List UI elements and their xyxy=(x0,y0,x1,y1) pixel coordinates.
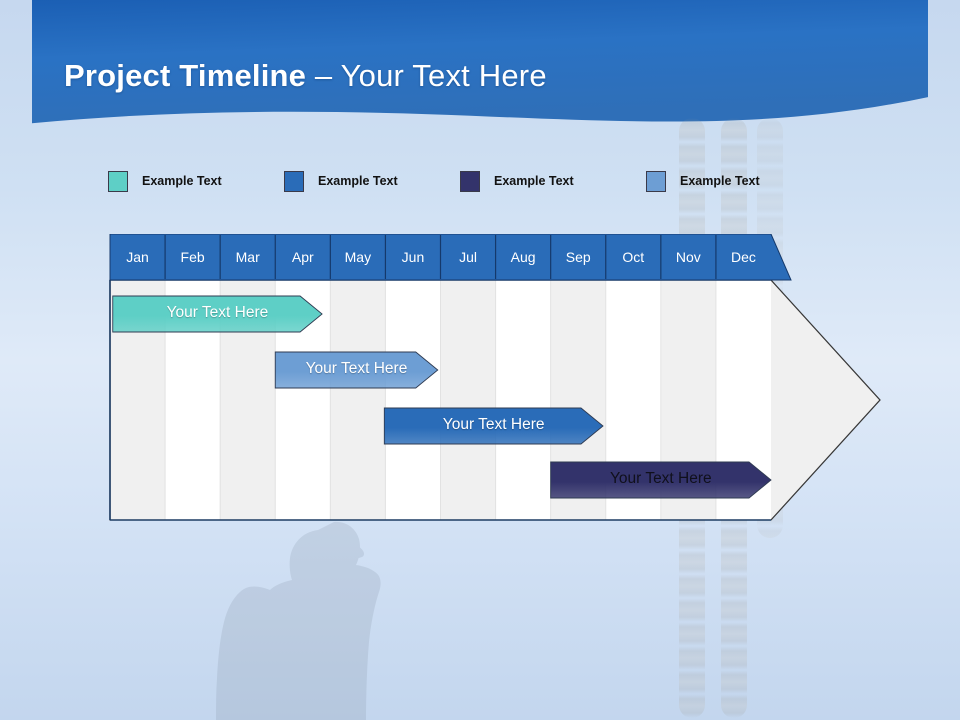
month-header-may[interactable]: May xyxy=(344,249,372,265)
month-header-oct[interactable]: Oct xyxy=(622,249,645,265)
legend-item-4[interactable]: Example Text xyxy=(646,168,760,194)
month-header-apr[interactable]: Apr xyxy=(291,249,314,265)
gantt-bar-label-1[interactable]: Your Text Here xyxy=(166,304,269,321)
worker-silhouette xyxy=(216,521,381,720)
legend: Example Text Example Text Example Text E… xyxy=(108,168,828,194)
legend-label-1: Example Text xyxy=(142,174,222,188)
month-header-nov[interactable]: Nov xyxy=(675,249,701,265)
legend-swatch-1 xyxy=(108,170,128,192)
month-header-mar[interactable]: Mar xyxy=(235,249,260,265)
legend-label-4: Example Text xyxy=(680,174,760,188)
month-header-jan[interactable]: Jan xyxy=(126,249,149,265)
gantt-bar-label-2[interactable]: Your Text Here xyxy=(305,360,408,377)
month-header-jun[interactable]: Jun xyxy=(401,249,425,265)
legend-label-2: Example Text xyxy=(318,174,398,188)
legend-swatch-3 xyxy=(460,170,480,192)
legend-swatch-2 xyxy=(284,170,304,192)
gantt-canvas xyxy=(109,234,881,521)
legend-item-2[interactable]: Example Text xyxy=(284,168,398,194)
gantt-bar-label-4[interactable]: Your Text Here xyxy=(609,470,712,487)
legend-swatch-4 xyxy=(646,170,666,192)
page-title-bold: Project Timeline xyxy=(64,58,307,93)
month-header-sep[interactable]: Sep xyxy=(565,249,591,265)
month-header-feb[interactable]: Feb xyxy=(180,249,205,265)
gantt-chart: Jan Feb Mar Apr May Jun Jul Aug Sep Oct Nov Dec You… xyxy=(109,234,881,522)
legend-label-3: Example Text xyxy=(494,174,574,188)
gantt-bar-label-3[interactable]: Your Text Here xyxy=(442,416,545,433)
month-header-aug[interactable]: Aug xyxy=(510,249,536,265)
page-title-rest: – Your Text Here xyxy=(306,58,547,93)
legend-item-3[interactable]: Example Text xyxy=(460,168,574,194)
month-header-dec[interactable]: Dec xyxy=(730,249,756,265)
legend-item-1[interactable]: Example Text xyxy=(108,168,222,194)
header-banner xyxy=(32,0,928,124)
page-title: Project Timeline – Your Text Here xyxy=(64,58,547,94)
month-header-jul[interactable]: Jul xyxy=(459,249,477,265)
